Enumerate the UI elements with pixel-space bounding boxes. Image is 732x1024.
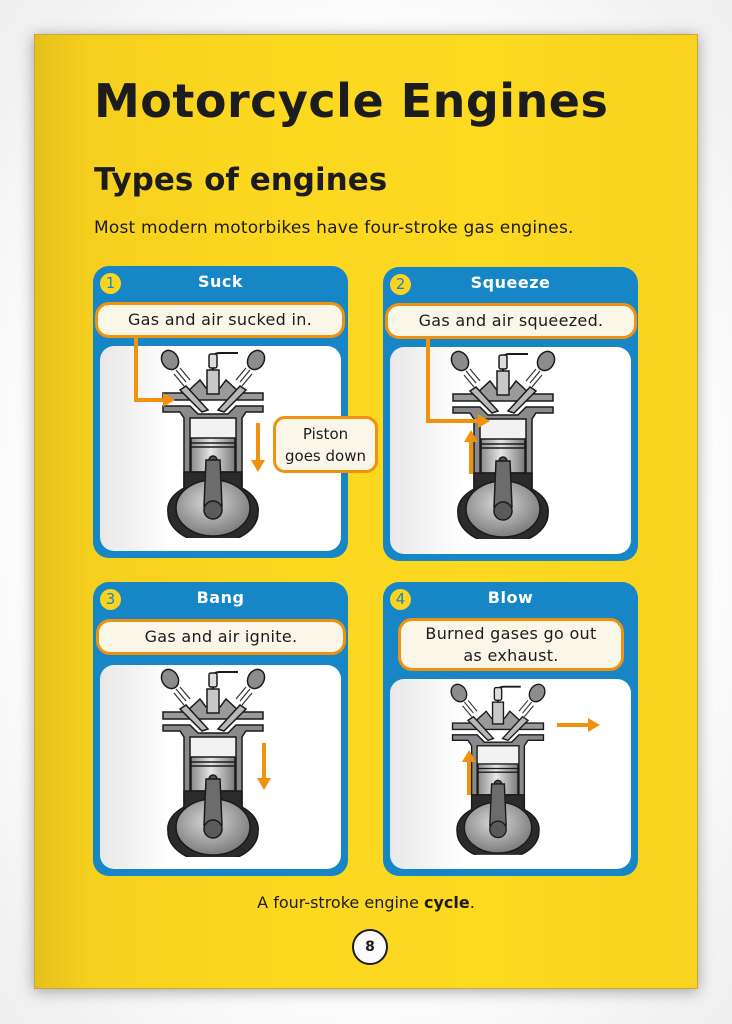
description-line: as exhaust. — [463, 645, 559, 665]
step-number-badge: 3 — [100, 589, 121, 610]
illustration-area — [390, 347, 631, 554]
engine-cylinder-illustration — [158, 348, 268, 538]
page-number-badge: 8 — [352, 929, 388, 965]
stroke-title: Suck — [197, 272, 244, 291]
section-heading: Types of engines — [94, 162, 388, 198]
stroke-description: Gas and air sucked in. — [95, 302, 345, 338]
callout-line: goes down — [285, 446, 366, 465]
stroke-description: Gas and air ignite. — [96, 619, 346, 655]
stroke-description: Gas and air squeezed. — [385, 303, 637, 339]
illustration-area — [390, 679, 631, 869]
intro-text: Most modern motorbikes have four-stroke … — [94, 218, 574, 238]
engine-cylinder-illustration — [158, 667, 268, 857]
caption-punct: . — [469, 893, 475, 912]
step-number-badge: 2 — [390, 274, 411, 295]
engine-cylinder-illustration — [448, 349, 558, 539]
description-line: Burned gases go out — [425, 623, 597, 643]
callout-line: Piston — [302, 424, 349, 443]
engine-cylinder-illustration — [448, 681, 548, 856]
piston-callout: Piston goes down — [273, 416, 378, 473]
illustration-area — [100, 665, 341, 869]
stroke-title: Bang — [196, 588, 245, 607]
step-number-badge: 4 — [390, 589, 411, 610]
stroke-description: Burned gases go out as exhaust. — [398, 618, 624, 671]
caption-text: A four-stroke engine — [257, 893, 424, 912]
figure-caption: A four-stroke engine cycle. — [0, 893, 732, 912]
step-number-badge: 1 — [100, 273, 121, 294]
caption-keyword: cycle — [424, 893, 470, 912]
stroke-title: Squeeze — [470, 273, 551, 292]
page-title: Motorcycle Engines — [94, 74, 609, 128]
stroke-title: Blow — [487, 588, 534, 607]
